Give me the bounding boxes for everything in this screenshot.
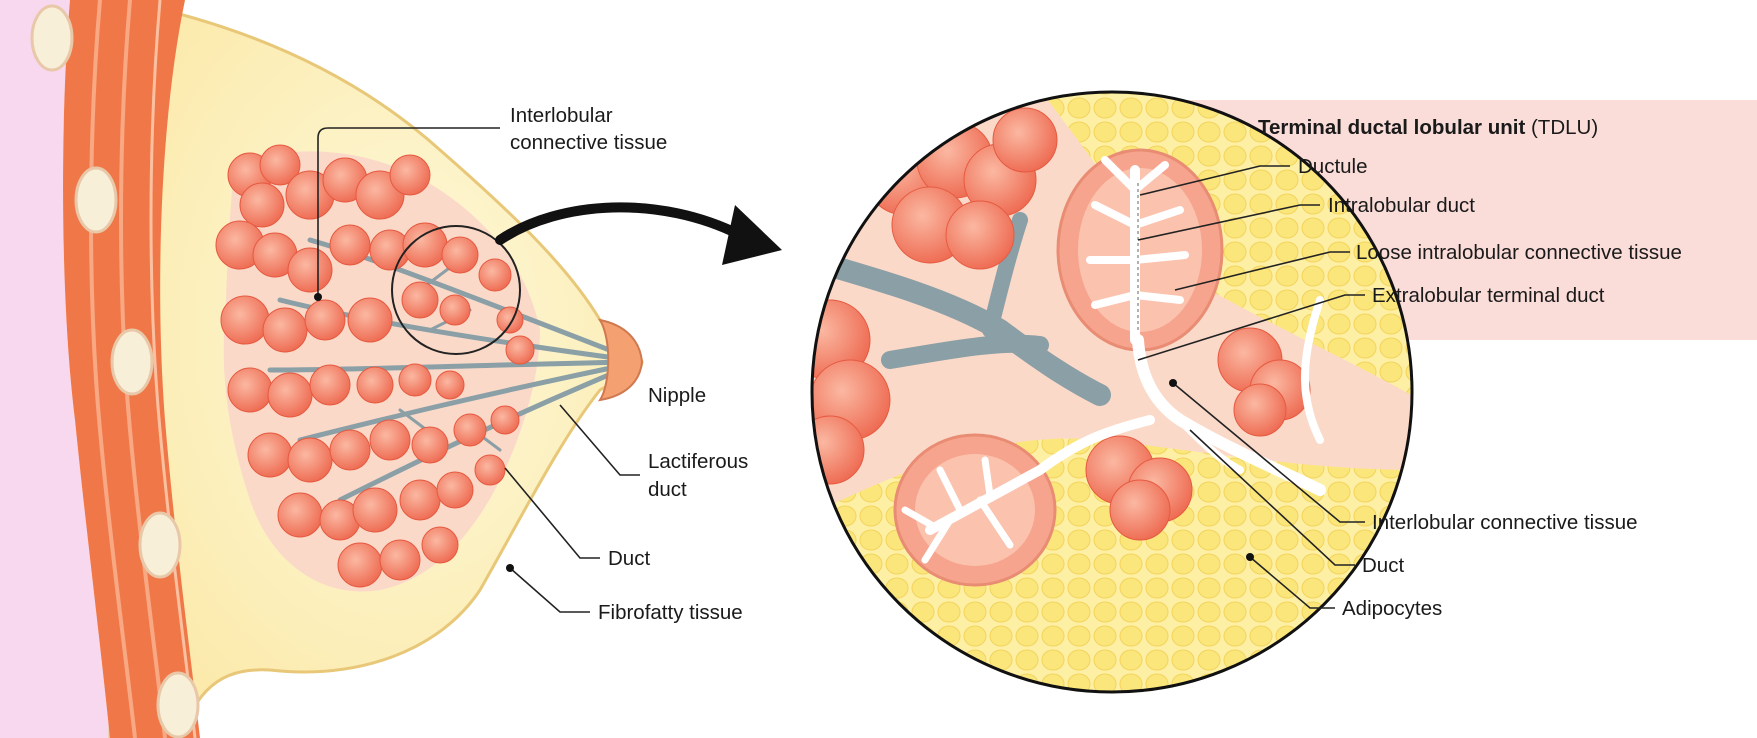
label-interlobular-line2: connective tissue [510,131,667,154]
label-lactiferous-line2: duct [648,478,687,501]
label-duct-left: Duct [608,547,650,570]
tdlu-title-bold: Terminal ductal lobular unit [1258,116,1525,139]
label-fibrofatty: Fibrofatty tissue [598,601,743,624]
label-interlobular-line1: Interlobular [510,104,613,127]
tdlu-panel: Terminal ductal lobular unit (TDLU) Duct… [790,90,1757,720]
label-loose-intralobular: Loose intralobular connective tissue [1356,241,1682,264]
tdlu-title: Terminal ductal lobular unit (TDLU) [1258,116,1598,139]
label-extralobular-terminal: Extralobular terminal duct [1372,284,1605,307]
rib [112,330,152,394]
label-duct-right: Duct [1362,554,1404,577]
rib [32,6,72,70]
label-adipocytes: Adipocytes [1342,597,1442,620]
arrow-head [722,205,782,265]
rib [76,168,116,232]
label-ductule: Ductule [1298,155,1368,178]
tdlu-lobule-lower [895,435,1055,585]
label-lactiferous-line1: Lactiferous [648,450,748,473]
tdlu-lobule-upper [1058,150,1222,350]
rib [140,513,180,577]
label-nipple: Nipple [648,384,706,407]
breast-sagittal-view: Interlobular connective tissue Nipple La… [0,0,782,738]
label-interlobular-ct: Interlobular connective tissue [1372,511,1638,534]
tdlu-title-abbr: (TDLU) [1525,116,1598,139]
magnification-arrow [500,207,740,240]
label-intralobular-duct: Intralobular duct [1328,194,1475,217]
rib [158,673,198,737]
